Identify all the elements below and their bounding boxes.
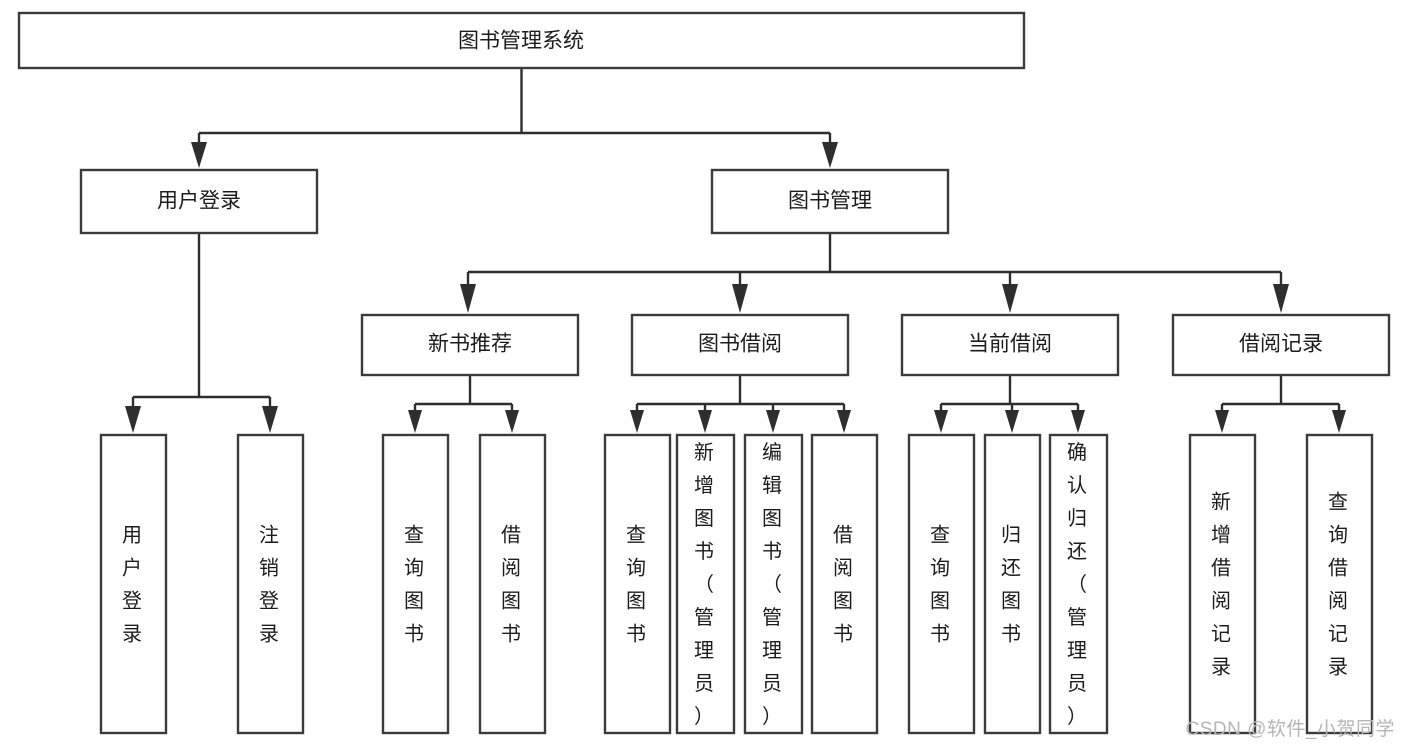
node-label-book-borrow: 图书借阅 — [698, 333, 782, 356]
node-label-current-borrow: 当前借阅 — [968, 333, 1052, 356]
arrow-to-leaf-query-book-1 — [408, 410, 422, 433]
leaf-box-logout[interactable] — [236, 433, 305, 735]
leaf-confirm-return-admin[interactable]: 确认归还（管理员） — [1048, 433, 1109, 735]
leaf-label-add-book-admin: 新增图书（管理员） — [694, 441, 716, 728]
leaf-box-query-book-recommend[interactable] — [381, 433, 450, 735]
node-root-system[interactable]: 图书管理系统 — [17, 11, 1026, 70]
node-new-book-recommend[interactable]: 新书推荐 — [360, 313, 580, 377]
leaf-add-book-admin[interactable]: 新增图书（管理员） — [675, 433, 736, 735]
leaf-label-return-book: 归还图书 — [1001, 524, 1023, 646]
leaf-label-query-book-recommend: 查询图书 — [404, 524, 426, 646]
node-user-login[interactable]: 用户登录 — [79, 168, 319, 235]
arrow-to-leaf-add-record — [1215, 410, 1229, 433]
node-box-user-login[interactable] — [79, 168, 319, 235]
leaf-add-borrow-record[interactable]: 新增借阅记录 — [1188, 433, 1257, 735]
arrow-to-leaf-borrow-book-2 — [837, 410, 851, 433]
leaf-box-borrow-book[interactable] — [810, 433, 879, 735]
leaf-label-edit-book-admin: 编辑图书（管理员） — [762, 441, 784, 728]
leaf-label-borrow-book-recommend: 借阅图书 — [501, 524, 523, 646]
leaf-box-edit-book-admin[interactable] — [743, 433, 804, 735]
arrow-to-leaf-confirm-return — [1071, 410, 1085, 433]
leaf-box-query-borrow-record[interactable] — [1305, 433, 1374, 735]
node-borrow-record[interactable]: 借阅记录 — [1171, 313, 1391, 377]
leaf-box-confirm-return-admin[interactable] — [1048, 433, 1109, 735]
leaf-user-login[interactable]: 用户登录 — [99, 433, 168, 735]
node-label-borrow-record: 借阅记录 — [1239, 333, 1323, 356]
arrow-to-current-borrow — [1002, 284, 1018, 313]
arrow-to-book-borrow — [732, 284, 748, 313]
leaf-label-confirm-return-admin: 确认归还（管理员） — [1067, 441, 1089, 728]
leaf-query-borrow-record[interactable]: 查询借阅记录 — [1305, 433, 1374, 735]
node-label-new-book-recommend: 新书推荐 — [428, 333, 512, 356]
node-box-borrow-record[interactable] — [1171, 313, 1391, 377]
node-current-borrow[interactable]: 当前借阅 — [900, 313, 1120, 377]
arrow-to-leaf-query-record — [1332, 410, 1346, 433]
leaf-box-add-borrow-record[interactable] — [1188, 433, 1257, 735]
leaf-box-query-book-borrow[interactable] — [603, 433, 672, 735]
arrow-to-borrow-record — [1273, 284, 1289, 313]
node-label-user-login: 用户登录 — [157, 190, 241, 213]
leaf-label-add-borrow-record: 新增借阅记录 — [1211, 491, 1233, 679]
leaf-borrow-book-recommend[interactable]: 借阅图书 — [478, 433, 547, 735]
arrow-to-leaf-query-book-3 — [934, 410, 948, 433]
leaf-box-borrow-book-recommend[interactable] — [478, 433, 547, 735]
leaf-label-query-borrow-record: 查询借阅记录 — [1328, 491, 1350, 679]
node-box-root[interactable] — [17, 11, 1026, 70]
arrow-to-leaf-user-login — [125, 406, 141, 433]
leaf-label-query-book-borrow: 查询图书 — [626, 524, 648, 646]
node-box-current-borrow[interactable] — [900, 313, 1120, 377]
arrow-to-leaf-edit-book — [766, 410, 780, 433]
arrow-root-to-book-mgmt — [822, 142, 838, 168]
leaf-label-logout: 注销登录 — [259, 524, 281, 646]
node-box-book-management[interactable] — [710, 168, 950, 235]
node-label-root: 图书管理系统 — [458, 30, 584, 53]
arrow-to-leaf-return-book — [1005, 410, 1019, 433]
arrow-to-new-book-recommend — [460, 284, 476, 313]
arrow-to-leaf-query-book-2 — [630, 410, 644, 433]
leaf-edit-book-admin[interactable]: 编辑图书（管理员） — [743, 433, 804, 735]
node-label-book-management: 图书管理 — [788, 190, 872, 213]
arrow-root-to-user-login — [191, 142, 207, 168]
node-book-management[interactable]: 图书管理 — [710, 168, 950, 235]
node-box-new-book-recommend[interactable] — [360, 313, 580, 377]
arrow-to-leaf-add-book — [698, 410, 712, 433]
leaf-borrow-book[interactable]: 借阅图书 — [810, 433, 879, 735]
leaf-label-query-book-current: 查询图书 — [930, 524, 952, 646]
node-book-borrow[interactable]: 图书借阅 — [630, 313, 850, 377]
leaf-box-return-book[interactable] — [983, 433, 1042, 735]
leaf-query-book-recommend[interactable]: 查询图书 — [381, 433, 450, 735]
arrow-to-leaf-logout — [262, 406, 278, 433]
arrow-to-leaf-borrow-book-1 — [505, 410, 519, 433]
leaf-logout[interactable]: 注销登录 — [236, 433, 305, 735]
leaf-label-borrow-book: 借阅图书 — [833, 524, 855, 646]
leaf-return-book[interactable]: 归还图书 — [983, 433, 1042, 735]
leaf-query-book-current[interactable]: 查询图书 — [907, 433, 976, 735]
leaf-box-user-login[interactable] — [99, 433, 168, 735]
node-box-book-borrow[interactable] — [630, 313, 850, 377]
leaf-box-query-book-current[interactable] — [907, 433, 976, 735]
leaf-box-add-book-admin[interactable] — [675, 433, 736, 735]
connector-layer — [125, 68, 1346, 433]
leaf-label-user-login: 用户登录 — [122, 525, 144, 646]
leaf-query-book-borrow[interactable]: 查询图书 — [603, 433, 672, 735]
